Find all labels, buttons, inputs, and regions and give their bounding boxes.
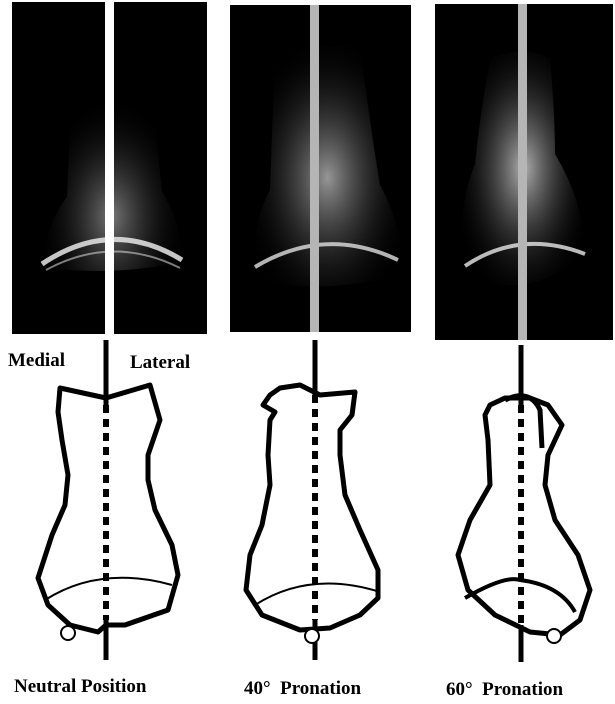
caption-60-pronation: 60° Pronation — [446, 679, 563, 701]
bone-outline-40 — [246, 340, 380, 660]
bone-outline-neutral — [38, 340, 178, 660]
landmark-marker-40 — [305, 629, 319, 643]
landmark-marker-neutral — [61, 626, 75, 640]
landmark-marker-60 — [547, 629, 561, 643]
label-lateral: Lateral — [130, 352, 190, 374]
caption-40-pronation: 40° Pronation — [244, 678, 361, 700]
label-medial: Medial — [8, 350, 65, 372]
bone-outline-60 — [458, 345, 590, 662]
caption-neutral-position: Neutral Position — [14, 676, 146, 698]
